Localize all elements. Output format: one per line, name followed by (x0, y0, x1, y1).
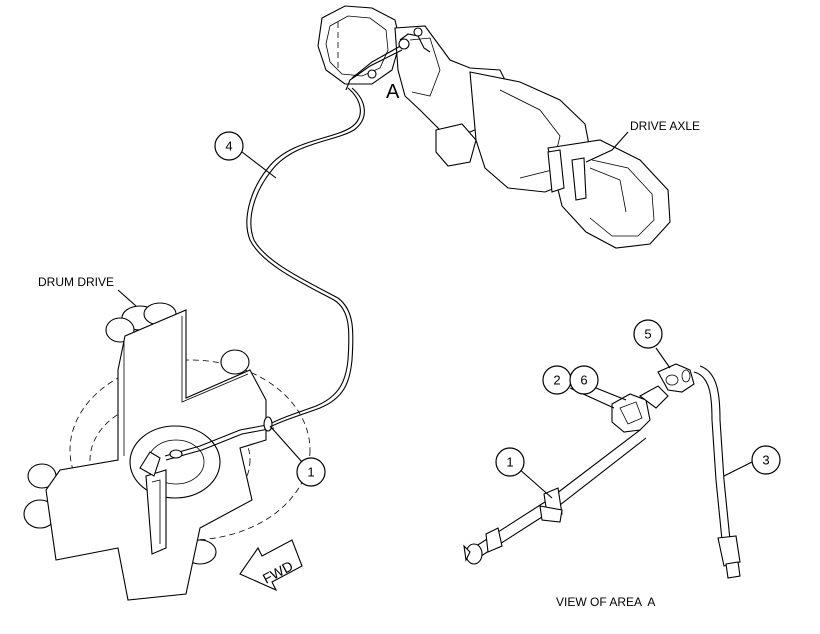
view-of-area-label: VIEW OF AREA A (556, 595, 655, 609)
callout-5: 5 (644, 327, 651, 342)
drum-drive-label: DRUM DRIVE (38, 275, 114, 289)
callout-1-view-circle (495, 447, 525, 477)
callout-6-circle (569, 365, 599, 395)
callout-3: 3 (762, 453, 769, 468)
drum-drive-leader (117, 289, 137, 307)
callout-1-main-leader (269, 425, 303, 463)
callout-4: 4 (225, 139, 232, 154)
fwd-arrow-icon: FWD (239, 539, 303, 592)
callout-6: 6 (580, 373, 587, 388)
callout-5-leader (655, 347, 671, 369)
hose-4-outline (250, 87, 365, 427)
callout-1-main: 1 (307, 465, 314, 480)
callout-6-leader (595, 387, 627, 401)
drive-axle-label: DRIVE AXLE (630, 119, 700, 133)
callout-4-leader (241, 151, 277, 179)
callout-1-main-circle (296, 457, 326, 487)
callout-3-leader (723, 461, 753, 477)
callout-2: 2 (553, 373, 560, 388)
callout-5-circle (633, 319, 663, 349)
drive-axle-leader (585, 131, 629, 163)
callout-1-view: 1 (506, 455, 513, 470)
area-a-detail (463, 363, 741, 579)
area-a-marker: A (386, 81, 400, 103)
callout-4-circle (214, 131, 244, 161)
drum-drive-illustration (23, 302, 311, 601)
callout-1-view-leader (517, 467, 553, 499)
callout-3-circle (751, 445, 781, 475)
hose-4 (246, 87, 361, 425)
drive-axle-illustration (317, 5, 671, 249)
